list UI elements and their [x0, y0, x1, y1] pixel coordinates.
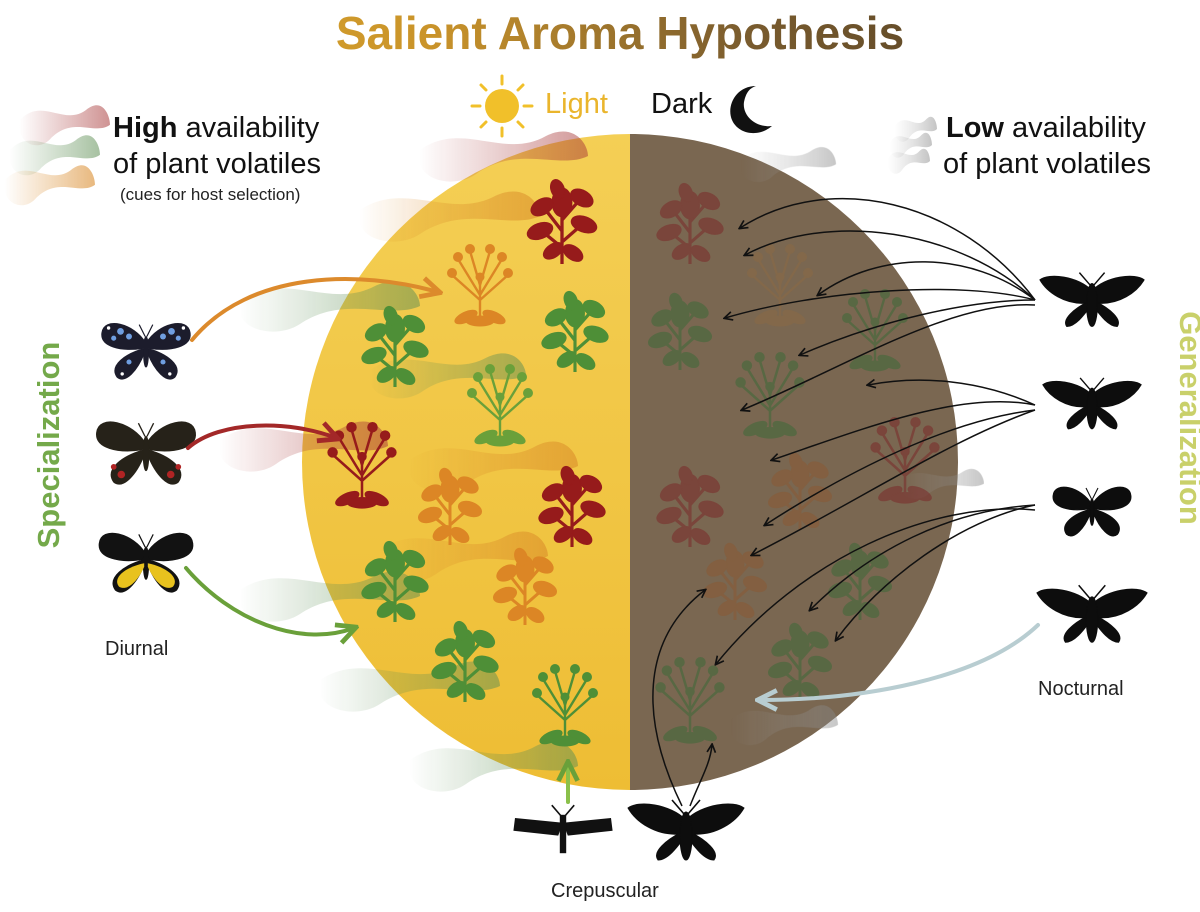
arrow-nocturnal-to-dark [760, 623, 1040, 700]
specialization-arrows [184, 279, 1040, 804]
sun-icon [470, 74, 534, 138]
high-availability-note: (cues for host selection) [120, 185, 301, 204]
moth-icon [1042, 377, 1142, 430]
generalization-label: Generalization [1173, 311, 1200, 525]
page-title: Salient Aroma Hypothesis [0, 6, 1200, 60]
nocturnal-label: Nocturnal [1038, 678, 1124, 700]
low-bold: Low [946, 112, 1004, 144]
crepuscular-insects [513, 799, 745, 861]
generalization-arrows [652, 197, 1036, 807]
high-bold: High [113, 112, 178, 144]
dark-label: Dark [651, 88, 713, 120]
diurnal-label: Diurnal [105, 638, 169, 660]
moth-icon [1052, 486, 1132, 537]
high-availability-line1: High availability [113, 110, 319, 146]
specialization-label: Specialization [31, 341, 66, 549]
arrow-to-orange-plant [190, 279, 438, 342]
butterfly-icon [95, 421, 197, 485]
light-label: Light [545, 88, 608, 120]
high-availability-line2: of plant volatiles [113, 148, 321, 180]
scent-plume-icon [887, 116, 937, 174]
moth-icon [513, 804, 613, 854]
low-availability-line1: Low availability [946, 110, 1146, 146]
arrow-to-green-plant [184, 566, 354, 634]
scent-plume-icon [4, 105, 110, 206]
moth-icon [1036, 584, 1148, 644]
nocturnal-insects [1036, 271, 1148, 644]
arrow-to-red-plant [186, 426, 336, 450]
moon-icon [730, 86, 772, 134]
butterfly-icon [98, 532, 194, 593]
low-rest: availability [1004, 112, 1146, 144]
diurnal-insects [95, 322, 197, 593]
moth-icon [627, 799, 745, 861]
butterfly-icon [101, 322, 191, 380]
moth-icon [1039, 271, 1145, 328]
low-availability-line2: of plant volatiles [943, 148, 1151, 180]
high-rest: availability [177, 112, 320, 144]
crepuscular-label: Crepuscular [551, 880, 659, 902]
